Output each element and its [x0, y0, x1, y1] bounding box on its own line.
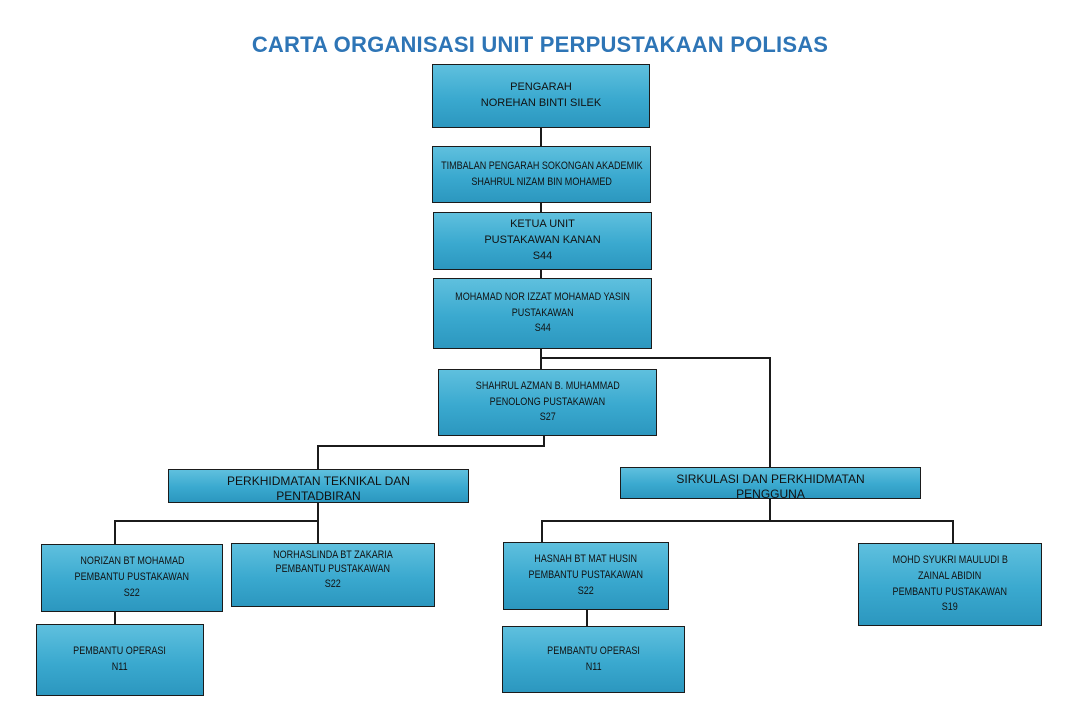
node-pustakawan-line2: PUSTAKAWAN: [511, 306, 574, 319]
node-penolong-line2: PENOLONG PUSTAKAWAN: [489, 395, 606, 408]
connector-sirkulasi-syukri: [770, 520, 954, 543]
node-penolong-line1: SHAHRUL AZMAN B. MUHAMMAD: [475, 379, 620, 392]
node-norizan: NORIZAN BT MOHAMAD PEMBANTU PUSTAKAWAN S…: [41, 544, 223, 612]
connector-teknikal-norizan: [114, 520, 318, 544]
node-timbalan-line1: TIMBALAN PENGARAH SOKONGAN AKADEMIK: [440, 159, 643, 172]
node-ketua-line2: PUSTAKAWAN KANAN: [484, 234, 601, 247]
node-hasnah: HASNAH BT MAT HUSIN PEMBANTU PUSTAKAWAN …: [503, 542, 669, 610]
node-sirkulasi-line1: SIRKULASI DAN PERKHIDMATAN: [676, 472, 865, 486]
node-timbalan-line2: SHAHRUL NIZAM BIN MOHAMED: [471, 175, 612, 188]
node-timbalan-pengarah: TIMBALAN PENGARAH SOKONGAN AKADEMIK SHAH…: [432, 146, 651, 203]
node-operasi2-line1: PEMBANTU OPERASI: [547, 644, 640, 657]
node-teknikal-line2: PENTADBIRAN: [276, 489, 361, 503]
node-norizan-line2: PEMBANTU PUSTAKAWAN: [74, 571, 190, 584]
node-pustakawan-line3: S44: [534, 322, 551, 335]
node-syukri-line3: PEMBANTU PUSTAKAWAN: [892, 585, 1008, 598]
node-syukri-line2: ZAINAL ABIDIN: [918, 569, 982, 582]
node-teknikal-line1: PERKHIDMATAN TEKNIKAL DAN: [227, 474, 410, 488]
node-norhaslinda-line1: NORHASLINDA BT ZAKARIA: [273, 549, 393, 561]
node-norizan-line1: NORIZAN BT MOHAMAD: [79, 555, 185, 568]
node-ketua-unit: KETUA UNIT PUSTAKAWAN KANAN S44: [433, 212, 652, 270]
node-norhaslinda-line3: S22: [324, 577, 342, 590]
node-syukri-line1: MOHD SYUKRI MAULUDI B: [892, 553, 1008, 566]
node-pustakawan: MOHAMAD NOR IZZAT MOHAMAD YASIN PUSTAKAW…: [433, 278, 652, 349]
connector-penolong-teknikal: [317, 436, 545, 469]
node-pengarah-line1: PENGARAH: [510, 81, 572, 94]
node-operasi2-line2: N11: [585, 660, 602, 673]
node-operasi1-line1: PEMBANTU OPERASI: [73, 645, 167, 658]
node-teknikal-pentadbiran: PERKHIDMATAN TEKNIKAL DAN PENTADBIRAN: [168, 469, 469, 503]
node-operasi1-line2: N11: [112, 661, 128, 673]
node-sirkulasi-pengguna: SIRKULASI DAN PERKHIDMATAN PENGGUNA: [620, 467, 921, 501]
node-penolong-line3: S27: [539, 411, 556, 424]
node-sirkulasi-line2: PENGGUNA: [736, 487, 805, 501]
node-ketua-line1: KETUA UNIT: [510, 218, 575, 231]
node-hasnah-line1: HASNAH BT MAT HUSIN: [534, 553, 638, 566]
node-pustakawan-line1: MOHAMAD NOR IZZAT MOHAMAD YASIN: [455, 290, 630, 303]
node-ketua-line3: S44: [532, 249, 553, 262]
node-pengarah: PENGARAH NOREHAN BINTI SILEK: [432, 64, 650, 128]
node-syukri-line4: S19: [941, 601, 959, 614]
node-pembantu-operasi-1: PEMBANTU OPERASI N11: [36, 624, 204, 696]
node-penolong-pustakawan: SHAHRUL AZMAN B. MUHAMMAD PENOLONG PUSTA…: [438, 369, 657, 436]
connector-sirkulasi-hasnah: [541, 499, 771, 542]
node-norhaslinda: NORHASLINDA BT ZAKARIA PEMBANTU PUSTAKAW…: [231, 543, 435, 607]
node-norhaslinda-line2: PEMBANTU PUSTAKAWAN: [275, 563, 391, 576]
node-pengarah-line2: NOREHAN BINTI SILEK: [480, 97, 602, 109]
node-hasnah-line2: PEMBANTU PUSTAKAWAN: [528, 569, 644, 582]
node-syukri: MOHD SYUKRI MAULUDI B ZAINAL ABIDIN PEMB…: [858, 543, 1042, 626]
connector-pustakawan-sirkulasi: [541, 357, 771, 467]
chart-title: CARTA ORGANISASI UNIT PERPUSTAKAAN POLIS…: [251, 32, 829, 57]
node-norizan-line3: S22: [123, 586, 141, 599]
node-pembantu-operasi-2: PEMBANTU OPERASI N11: [502, 626, 685, 693]
node-hasnah-line3: S22: [577, 584, 595, 597]
